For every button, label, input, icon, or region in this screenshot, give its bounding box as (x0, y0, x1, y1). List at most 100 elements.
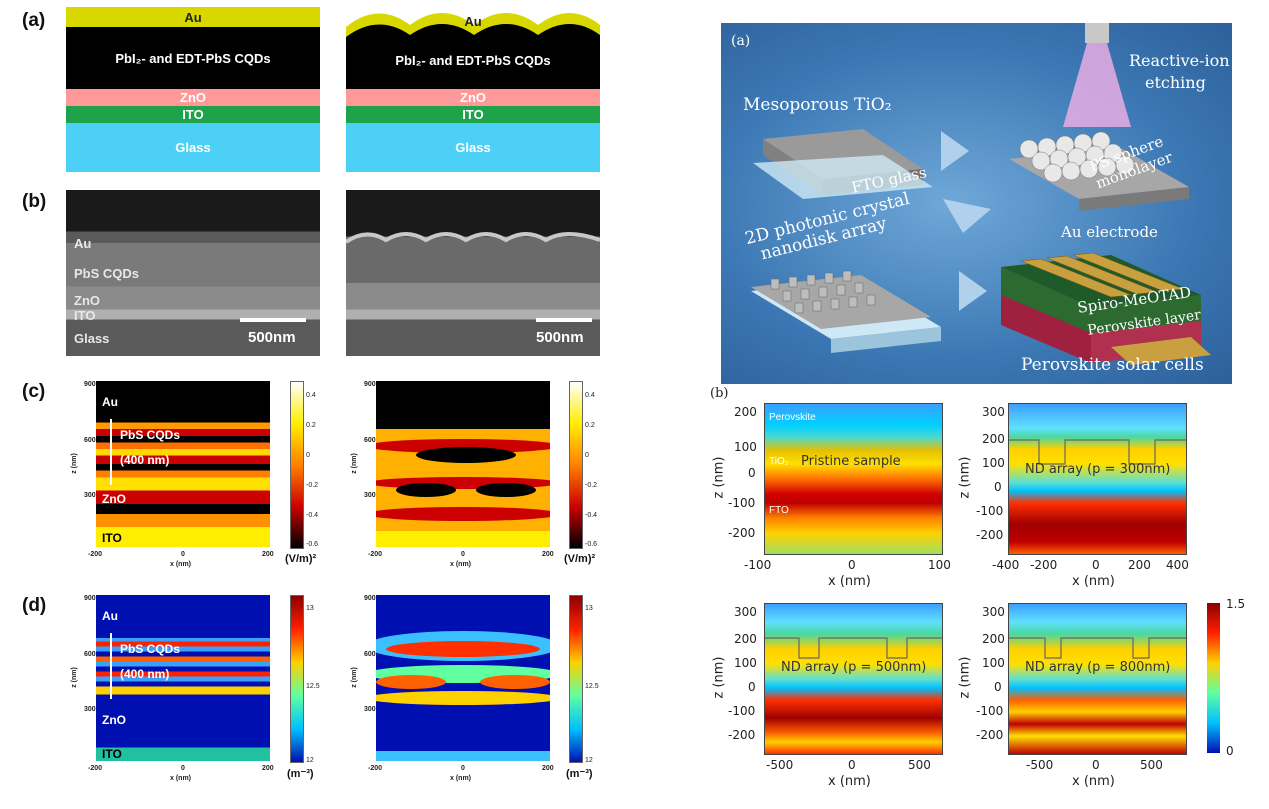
map-band (376, 691, 550, 705)
map-band (386, 641, 540, 657)
sem-textured-au-wave (346, 232, 600, 244)
au-label-textured: Au (464, 14, 482, 29)
map-d-au-label: Au (102, 609, 118, 623)
p2-xtick: -400 (992, 558, 1020, 572)
generation-map-textured (376, 595, 550, 761)
scale-bar (240, 318, 306, 322)
cqd-layer: PbI₂- and EDT-PbS CQDs (66, 27, 320, 89)
map-band (396, 483, 456, 497)
sem-glass-label: Glass (74, 331, 110, 346)
panel-label-d: (d) (22, 595, 47, 616)
p4-xtick: 0 (1092, 758, 1100, 772)
au-layer: Au (66, 7, 320, 27)
c-xlabel: x (nm) (170, 561, 191, 568)
glass-label-textured: Glass (455, 140, 491, 155)
d2-ztick: 600 (364, 651, 376, 658)
p1-fto-label: FTO (769, 505, 789, 516)
ito-label-textured: ITO (462, 107, 484, 122)
au-electrode-label: Au electrode (1061, 223, 1158, 241)
p4-xtick: 500 (1140, 758, 1163, 772)
cb-c2-tick: -0.6 (585, 541, 598, 548)
p3-label: ND array (p = 500nm) (781, 660, 927, 675)
d2-ztick: 900 (364, 595, 376, 602)
p1-tio2-label: TiO₂ (769, 456, 789, 467)
cb-d-tick: 12.5 (306, 683, 320, 690)
c2-xlabel: x (nm) (450, 561, 471, 568)
d2-zlabel: z (nm) (350, 667, 358, 688)
p1-ztick: 0 (748, 466, 756, 480)
rie-label-1: Reactive-ion (1129, 51, 1230, 70)
p3-nanodisk-outline (765, 637, 942, 659)
colorbar-c-2 (569, 381, 583, 549)
glass-layer: Glass (66, 123, 320, 172)
field-plot-p300: ND array (p = 300nm) (1008, 403, 1187, 555)
p3-ztick: 0 (748, 680, 756, 694)
ito-label: ITO (182, 107, 204, 122)
map-c-thickness-label: (400 nm) (120, 453, 170, 467)
d-zlabel: z (nm) (70, 667, 78, 688)
solar-cells-label: Perovskite solar cells (1021, 355, 1204, 375)
cqd-label: PbI₂- and EDT-PbS CQDs (115, 50, 271, 66)
map-band (376, 531, 550, 547)
p4-ztick: 0 (994, 680, 1002, 694)
d2-xlabel: x (nm) (450, 775, 471, 782)
field-plot-pristine: Perovskite TiO₂ Pristine sample FTO (764, 403, 943, 555)
thickness-arrow-d (110, 633, 112, 699)
c2-xtick: -200 (368, 551, 383, 558)
p4-ztick: -100 (976, 704, 1004, 718)
p3-xlabel: x (nm) (828, 774, 871, 789)
c-ztick: 900 (84, 381, 96, 388)
glass-layer-textured: Glass (346, 123, 600, 172)
sem-ito-label: ITO (74, 308, 96, 323)
p2-ztick: 100 (982, 456, 1005, 470)
c-xtick: 200 (262, 551, 274, 558)
schematic-panel-label: (a) (731, 33, 751, 49)
field-plot-p800: ND array (p = 800nm) (1008, 603, 1187, 755)
scale-bar-label: 500nm (248, 329, 296, 346)
p1-xlabel: x (nm) (828, 574, 871, 589)
c2-ztick: 600 (364, 437, 376, 444)
p2-label: ND array (p = 300nm) (1025, 462, 1171, 477)
c-ztick: 600 (84, 437, 96, 444)
p3-ztick: 200 (734, 632, 757, 646)
solar-cell-stack (1001, 252, 1211, 365)
panel-label-c: (c) (22, 381, 46, 402)
cb-right-tick-min: 0 (1226, 744, 1234, 758)
map-d-zno-label: ZnO (102, 713, 126, 727)
cb-c-unit: (V/m)² (285, 553, 317, 565)
c2-xtick: 200 (542, 551, 554, 558)
p3-ztick: -200 (728, 728, 756, 742)
zno-layer: ZnO (66, 89, 320, 106)
p1-perovskite-label: Perovskite (769, 412, 816, 423)
ps-sphere-substrate (1009, 131, 1189, 211)
p2-ztick: 0 (994, 480, 1002, 494)
cb-d-tick: 13 (306, 605, 314, 612)
cb-d2-unit: (m⁻³) (566, 768, 593, 780)
p1-ztick: 100 (734, 440, 757, 454)
p1-xtick: 0 (848, 558, 856, 572)
colorbar-d-1 (290, 595, 304, 763)
p4-ztick: 300 (982, 605, 1005, 619)
zno-layer-textured: ZnO (346, 89, 600, 106)
c-zlabel: z (nm) (70, 453, 78, 474)
cb-c-tick: 0 (306, 452, 310, 459)
colorbar-d-2 (569, 595, 583, 763)
p2-xtick: 400 (1166, 558, 1189, 572)
map-d-thickness-label: (400 nm) (120, 667, 170, 681)
p2-xlabel: x (nm) (1072, 574, 1115, 589)
p4-nanodisk-outline (1009, 637, 1186, 659)
c2-xtick: 0 (461, 551, 465, 558)
d-xtick: -200 (88, 765, 103, 772)
d2-ztick: 300 (364, 706, 376, 713)
fabrication-schematic: (a) Mesoporous TiO₂ FTO glass Reactive-i… (721, 23, 1232, 384)
p2-zlabel: z (nm) (957, 456, 973, 499)
d2-xtick: -200 (368, 765, 383, 772)
cb-c2-tick: 0 (585, 452, 589, 459)
cb-c2-tick: -0.2 (585, 482, 598, 489)
map-band (476, 483, 536, 497)
p4-xtick: -500 (1026, 758, 1054, 772)
p1-xtick: -100 (744, 558, 772, 572)
p4-label: ND array (p = 800nm) (1025, 660, 1171, 675)
d2-xtick: 200 (542, 765, 554, 772)
cb-c-tick: 0.4 (306, 392, 316, 399)
